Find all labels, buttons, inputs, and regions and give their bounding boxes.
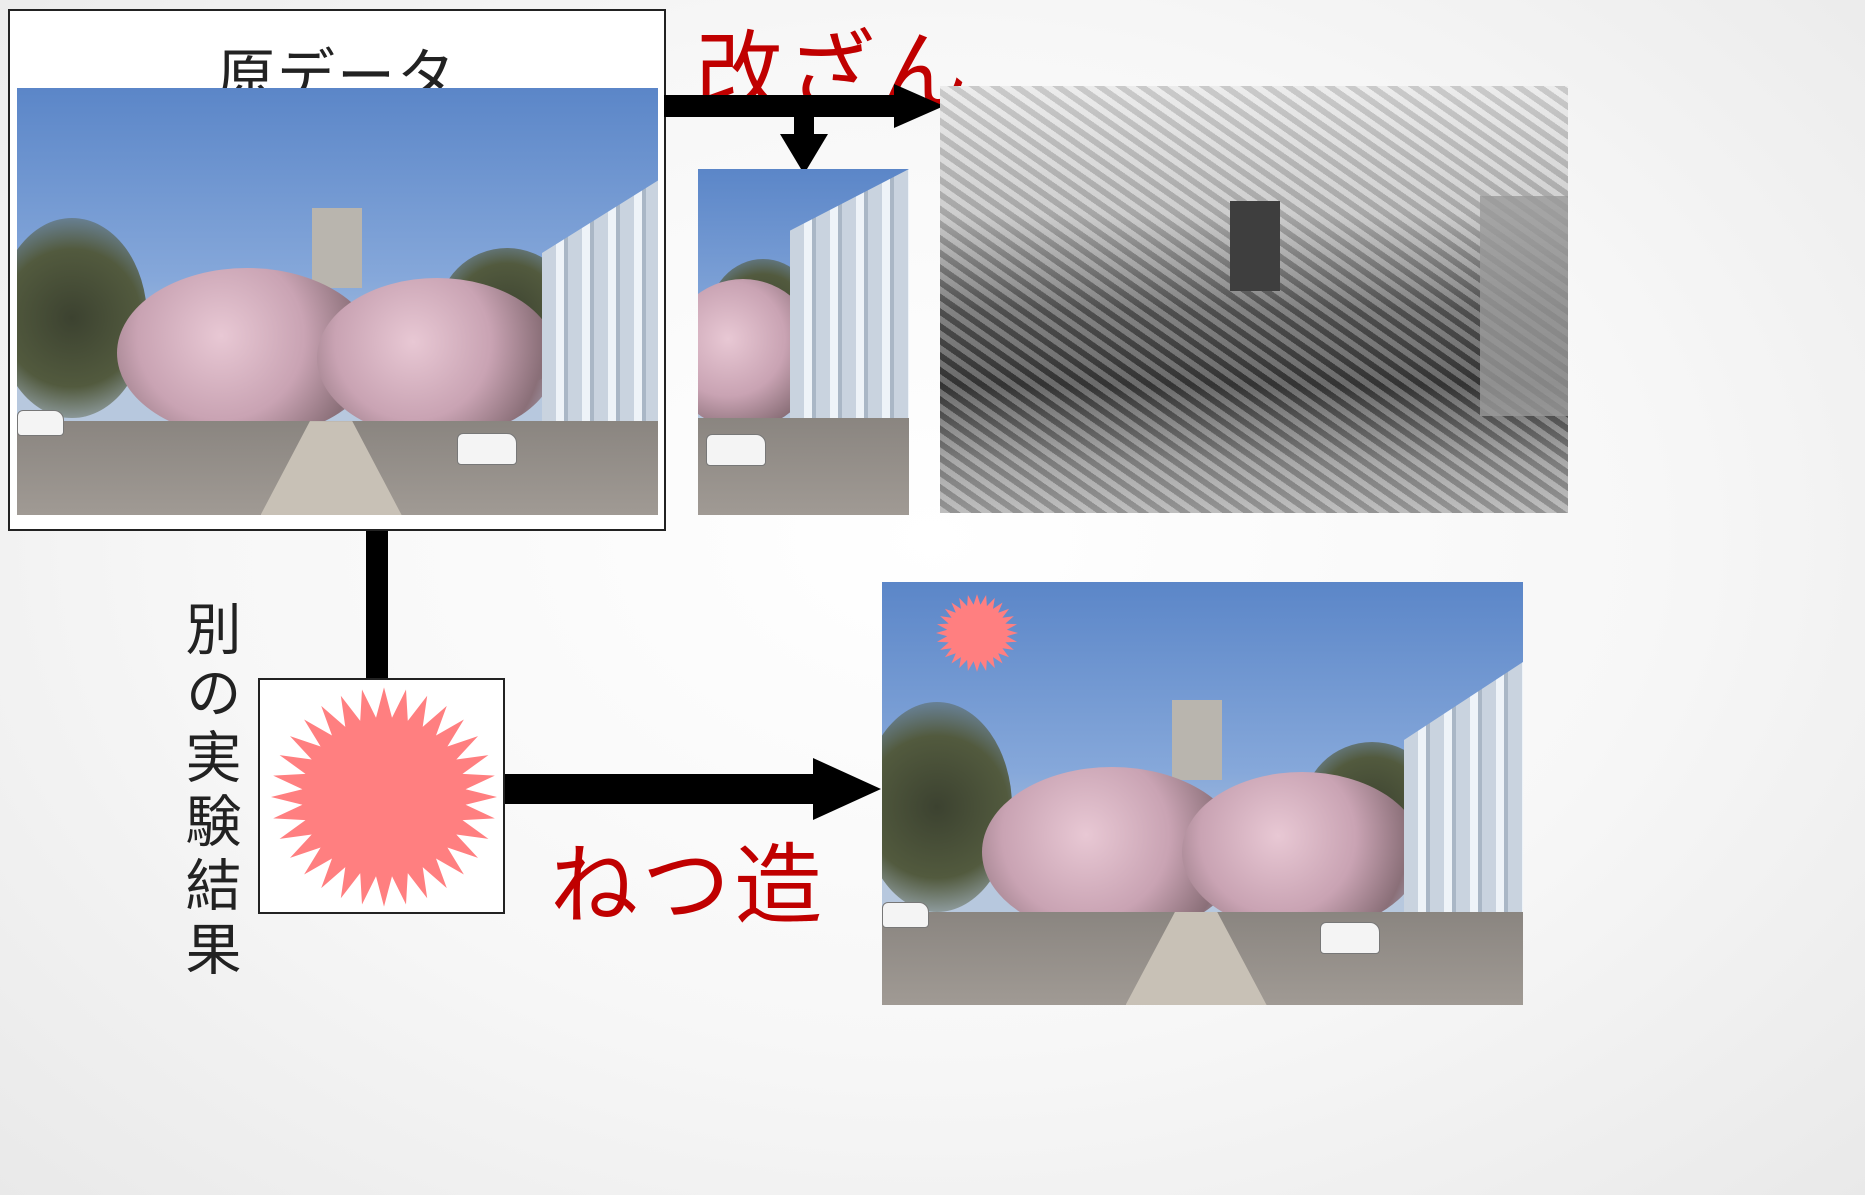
original-photo	[17, 88, 658, 515]
starburst-icon	[271, 687, 497, 907]
cropped-photo	[698, 169, 909, 515]
arrow-icon	[664, 84, 944, 128]
arrow-icon	[505, 758, 881, 820]
other-experiment-box	[258, 678, 505, 914]
original-data-frame: 原データ	[8, 9, 666, 531]
other-experiment-label: 別の実験結果	[176, 600, 241, 984]
grayscale-photo	[940, 86, 1568, 513]
arrow-icon	[780, 108, 828, 174]
starburst-icon	[936, 594, 1018, 672]
fabricated-photo	[882, 582, 1523, 1005]
fabrication-label: ねつ造	[550, 834, 827, 937]
connector-line	[366, 531, 388, 681]
